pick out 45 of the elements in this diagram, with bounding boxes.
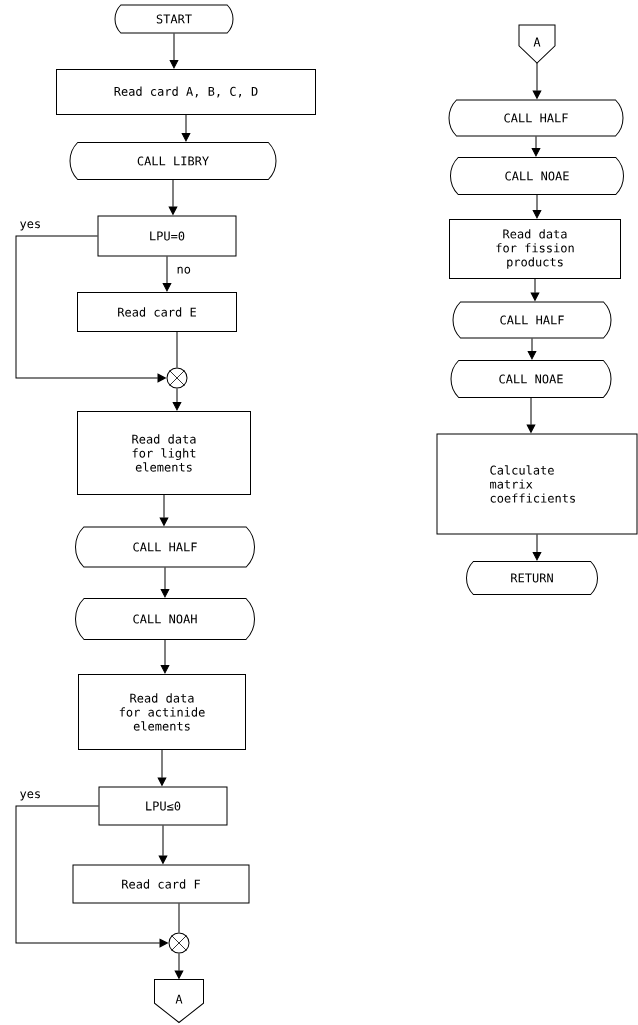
terminal-box: RETURN — [466, 561, 598, 595]
arrow — [169, 33, 179, 69]
arrow — [160, 567, 170, 598]
arrow — [15, 805, 168, 948]
arrow — [168, 179, 178, 215]
process-box: LPU≤0 — [98, 786, 228, 826]
arrow — [526, 397, 536, 433]
connector-circle — [168, 932, 190, 954]
terminal-box: CALL NOAH — [75, 598, 255, 640]
terminal-box: CALL LIBRY — [69, 142, 277, 180]
arrow — [532, 534, 542, 561]
arrow — [158, 825, 168, 864]
arrow — [157, 749, 167, 786]
process-box: Read card A, B, C, D — [56, 69, 316, 115]
process-box: Read data for light elements — [77, 411, 251, 495]
terminal-box: CALL NOAE — [450, 360, 612, 398]
off-page-connector: A — [154, 979, 204, 1023]
arrow — [15, 235, 166, 383]
edge-label: yes — [20, 791, 40, 801]
edge-label: no — [177, 266, 191, 274]
process-box: Read data for actinide elements — [78, 674, 246, 750]
terminal-box: CALL HALF — [452, 301, 612, 339]
process-box: Read data for fission products — [449, 219, 621, 279]
terminal-box: CALL HALF — [75, 526, 255, 568]
process-box: Read card E — [77, 292, 237, 332]
connector-circle — [166, 367, 188, 389]
arrow — [159, 494, 169, 526]
process-box: LPU=0 — [97, 215, 237, 257]
terminal-box: START — [114, 4, 234, 34]
terminal-box: CALL NOAE — [450, 157, 624, 195]
arrow — [181, 114, 191, 142]
process-box: Calculate matrix coefficients — [436, 433, 638, 535]
arrow — [532, 194, 542, 219]
edge-label: yes — [20, 221, 40, 231]
process-box: Read card F — [72, 864, 250, 904]
arrow — [532, 62, 542, 99]
arrow — [527, 338, 537, 360]
arrow — [172, 388, 182, 411]
arrow — [160, 639, 170, 674]
arrow — [162, 256, 172, 292]
arrow — [531, 136, 541, 157]
arrow — [174, 953, 184, 979]
off-page-connector: A — [518, 24, 556, 64]
terminal-box: CALL HALF — [448, 99, 624, 137]
arrow — [530, 278, 540, 301]
